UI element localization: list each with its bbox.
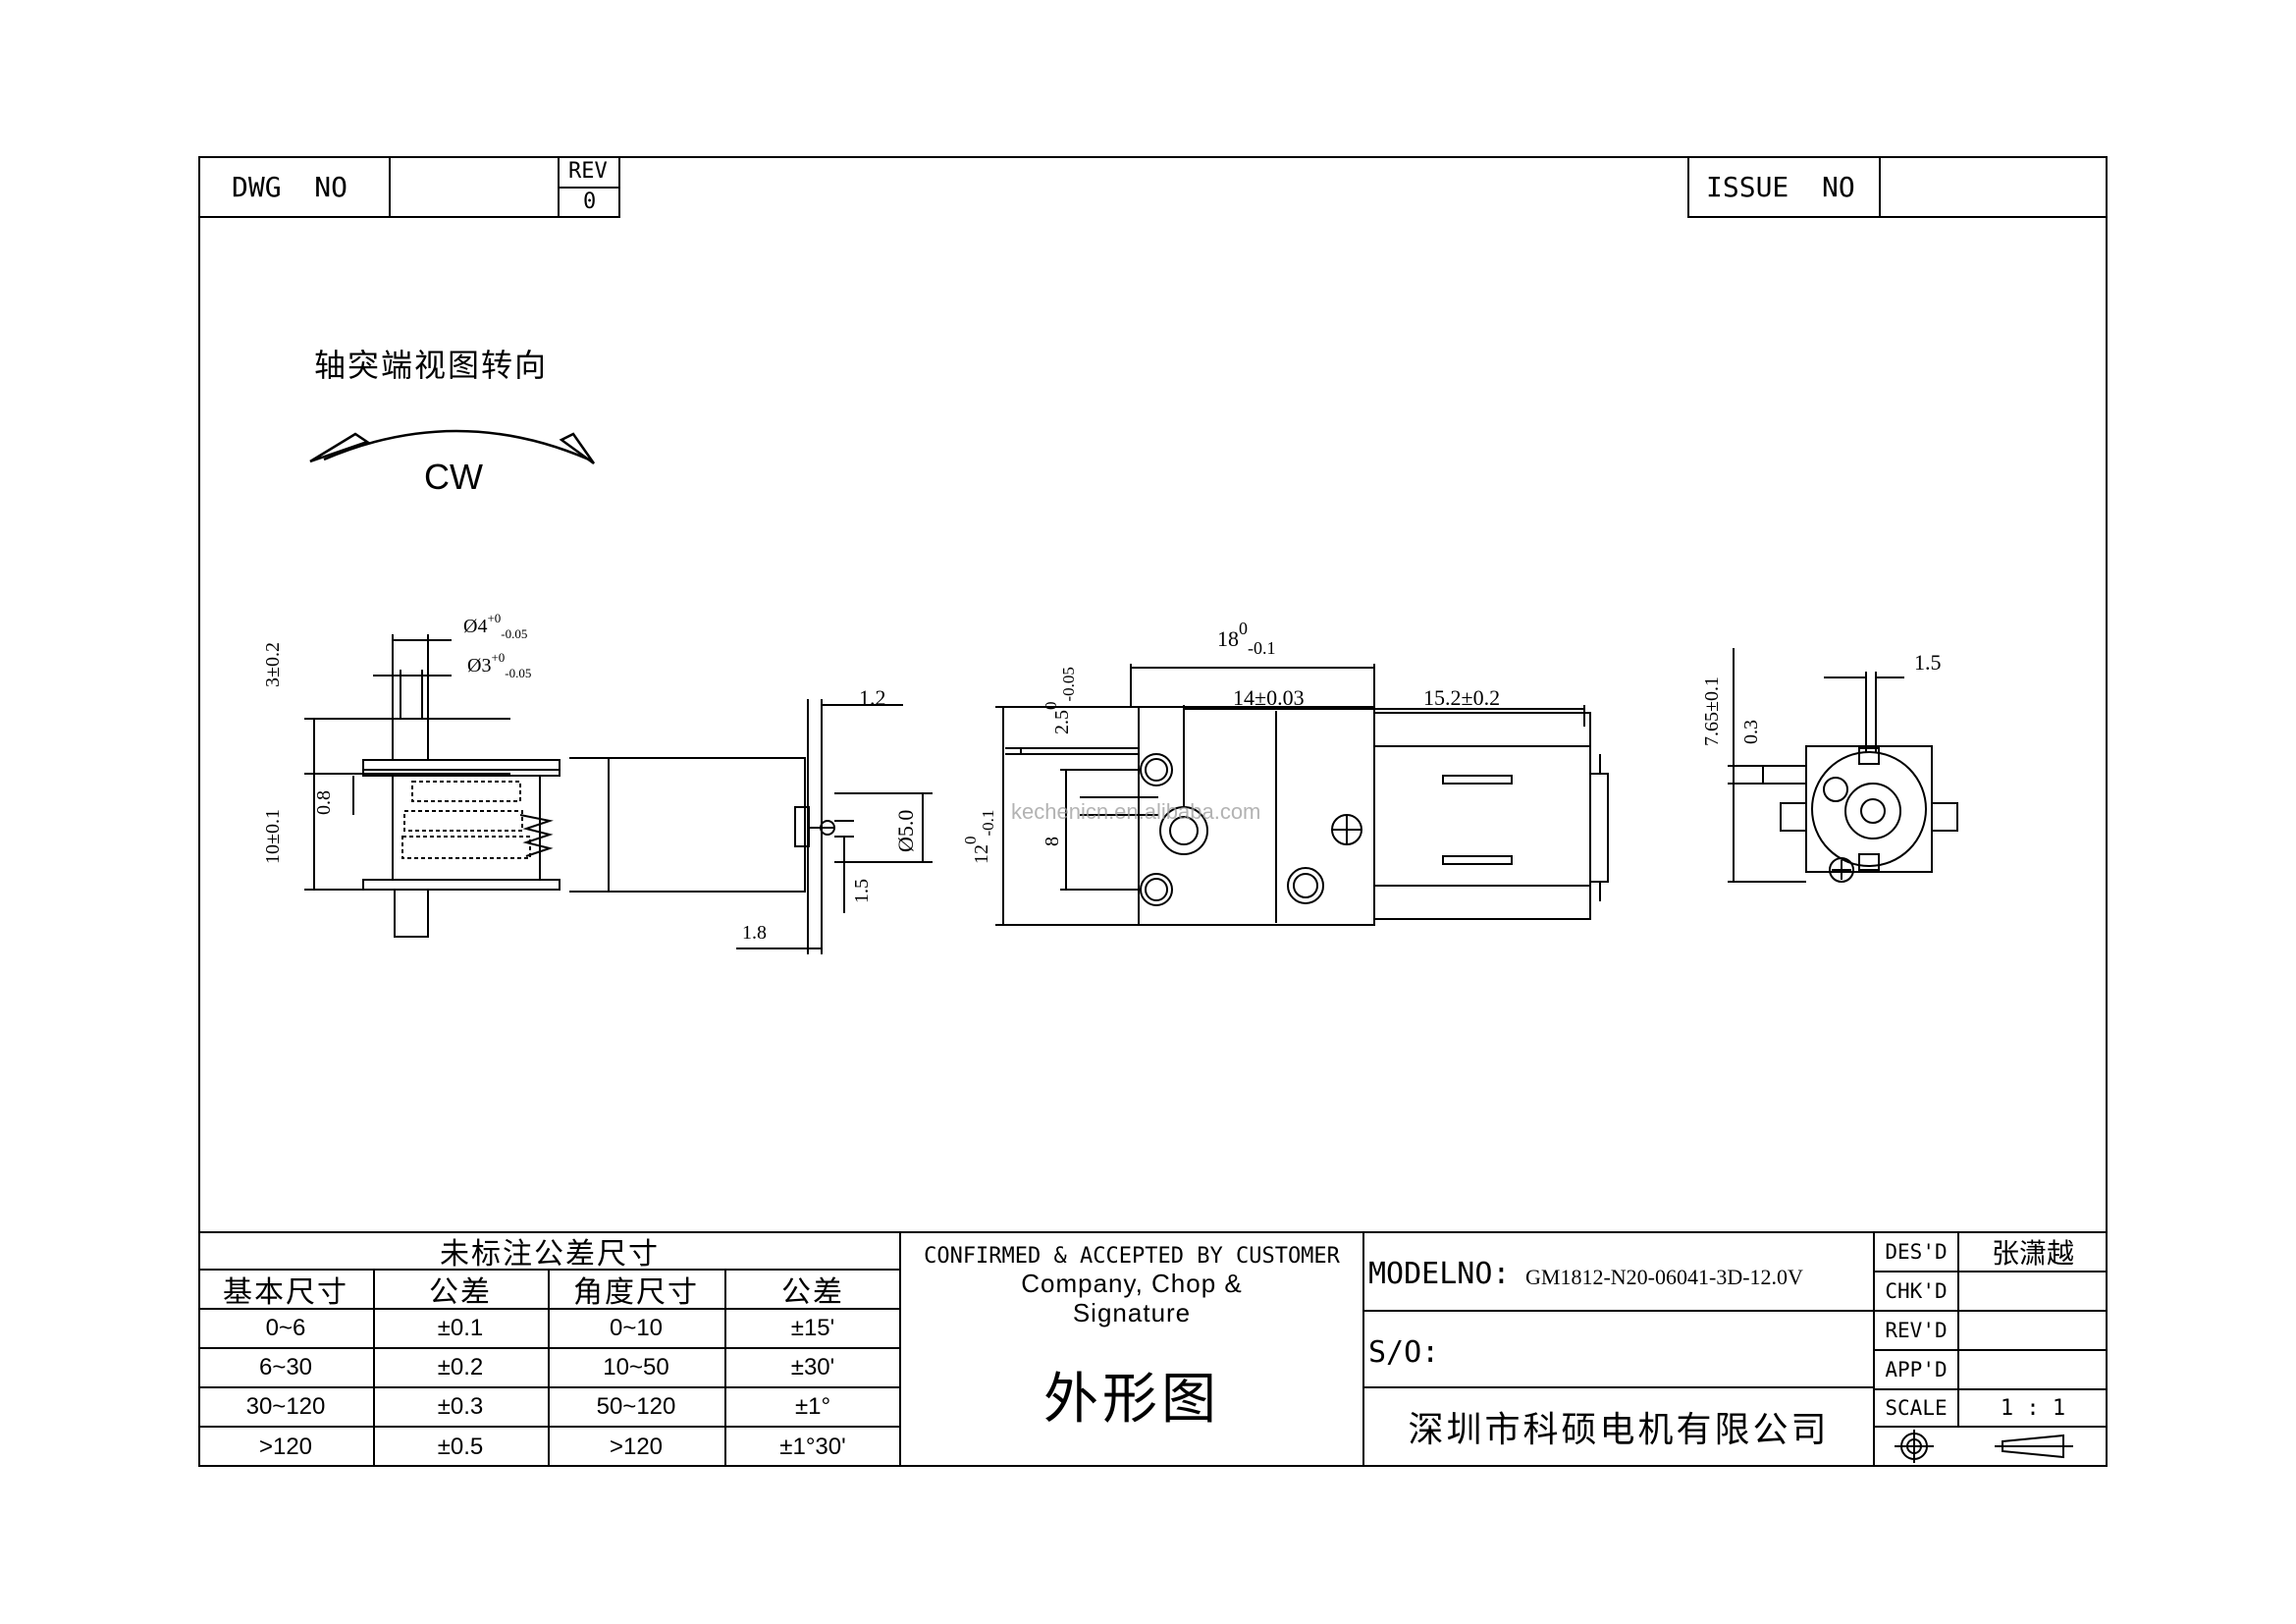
tol-cell: ±0.2 [437,1354,484,1380]
confirm-line3: Signature [1072,1297,1192,1327]
tol-cell: >120 [258,1434,313,1460]
dim-h18: 1.8 [742,922,767,944]
projection-symbol-icon [1895,1430,2073,1463]
tol-cell: ±1° [794,1393,831,1420]
confirm-line1: CONFIRMED & ACCEPTED BY CUSTOMER [924,1243,1340,1269]
dim-len152: 15.2±0.2 [1423,685,1501,710]
tol-line-4 [198,1386,901,1388]
rev-value-2 [1959,1312,2107,1349]
issue-label: ISSUE NO [1706,171,1855,203]
dim-d4: Ø4+0-0.05 [463,611,528,641]
issue-value-box [1879,156,2108,218]
tol-cell: >120 [609,1434,664,1460]
tol-cell: 30~120 [245,1393,326,1420]
top-view [995,664,1609,926]
tol-header: 公差 [781,1276,844,1309]
chk-value [1959,1272,2107,1310]
tol-cell: 0~10 [609,1315,664,1341]
tol-vline-3 [724,1269,726,1467]
tol-vline-2 [548,1269,550,1467]
tol-header: 基本尺寸 [223,1276,348,1309]
confirm-line2: Company, Chop & [1021,1268,1243,1298]
chk-label: CHK'D [1885,1279,1948,1303]
dim-d3: Ø3+0-0.05 [467,650,532,680]
rev-label: REV [568,159,608,184]
dwg-value-box [389,156,560,218]
tol-line-2 [198,1308,901,1310]
tol-title: 未标注公差尺寸 [440,1238,660,1271]
scale-value: 1 : 1 [2000,1395,2066,1421]
signoff-line-1 [1873,1271,2108,1272]
des-value: 张潇越 [1991,1239,2074,1270]
dim-len14: 14±0.03 [1233,685,1305,710]
so-label: S/O: [1368,1335,1440,1370]
tol-cell: 10~50 [603,1354,669,1380]
tol-line-3 [198,1347,901,1349]
tol-cell: ±0.1 [437,1315,484,1341]
tol-cell: 0~6 [265,1315,306,1341]
tol-line-5 [198,1426,901,1428]
dim-r03: 0.3 [1740,720,1762,744]
company-name: 深圳市科硕电机有限公司 [1408,1410,1830,1449]
watermark: kechenicn.en.alibaba.com [1011,799,1261,824]
signoff-line-3 [1873,1349,2108,1351]
tol-cell: ±15' [790,1315,835,1341]
app-label: APP'D [1885,1358,1948,1381]
tol-cell: ±30' [790,1354,835,1380]
tol-cell: ±0.5 [437,1434,484,1460]
tol-header: 公差 [429,1276,492,1309]
tol-line-1 [198,1269,901,1271]
rotation-direction: CW [424,457,483,497]
dim-h12: 120-0.1 [961,809,997,864]
tol-cell: ±1°30' [779,1434,846,1460]
model-line-1 [1362,1310,1875,1312]
dim-gap: 0.8 [313,790,335,815]
tol-cell: 6~30 [258,1354,313,1380]
dim-h25: 2.50-0.05 [1041,667,1078,734]
side-view [304,634,933,954]
dim-len18: 180-0.1 [1217,619,1276,658]
signoff-line-4 [1873,1388,2108,1390]
scale-label: SCALE [1885,1396,1948,1420]
tol-cell: ±0.3 [437,1393,484,1420]
dim-d5: Ø5.0 [893,809,918,852]
app-value [1959,1351,2107,1388]
dim-plate: 1.2 [859,685,886,710]
dim-r765: 7.65±0.1 [1701,677,1723,746]
model-line-2 [1362,1386,1875,1388]
tol-cell: 50~120 [596,1393,676,1420]
model-label: MODELNO: [1368,1257,1511,1291]
rev-label-2: REV'D [1885,1319,1948,1342]
rev-value: 0 [583,189,597,214]
rev-divider [558,187,620,189]
dim-v15: 1.5 [851,879,873,903]
end-view [1728,648,1958,883]
tol-vline-1 [373,1269,375,1467]
tol-header: 角度尺寸 [573,1276,699,1309]
signoff-line-2 [1873,1310,2108,1312]
rotation-title: 轴突端视图转向 [314,348,549,383]
drawing-title: 外形图 [1043,1369,1220,1431]
des-label: DES'D [1885,1240,1948,1264]
dim-r15: 1.5 [1914,650,1942,675]
dim-h8: 8 [1041,837,1063,846]
cw-arrow-icon [309,429,596,465]
dwg-label: DWG NO [232,171,348,203]
model-value: GM1812-N20-06041-3D-12.0V [1525,1265,1803,1289]
signoff-vline [1957,1231,1959,1428]
dim-height-left: 10±0.1 [262,809,284,864]
signoff-line-5 [1873,1426,2108,1428]
dim-shaft-len: 3±0.2 [262,642,284,687]
